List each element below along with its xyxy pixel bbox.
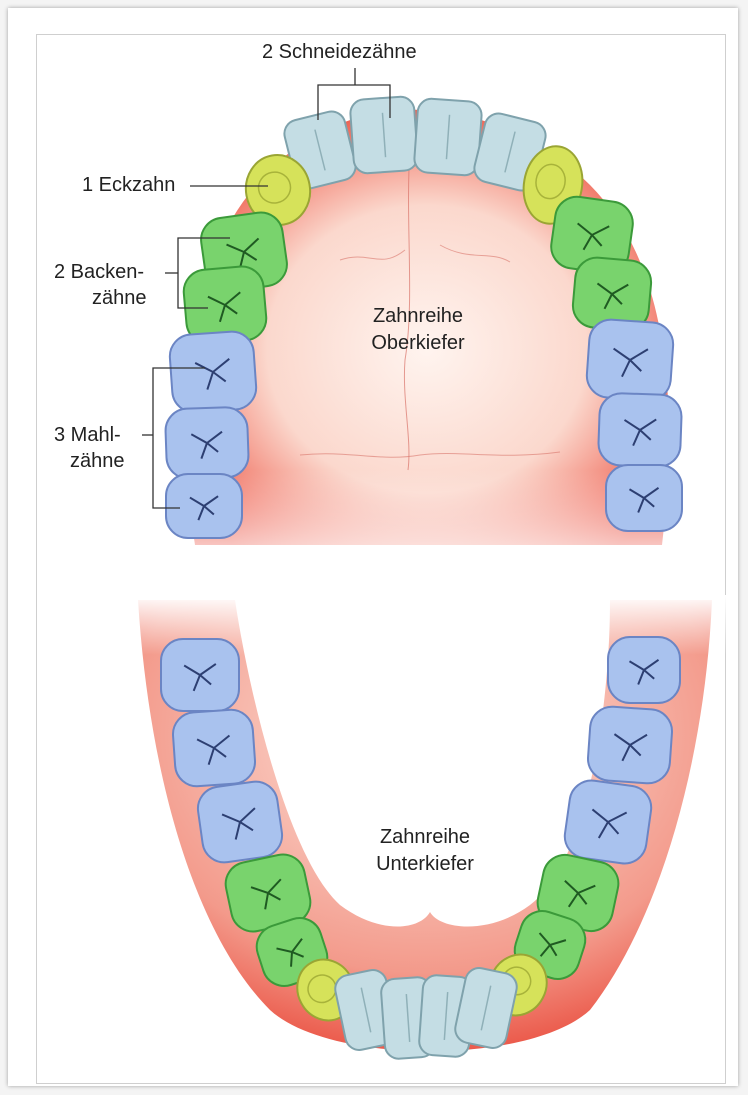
lower-molar — [562, 778, 654, 867]
lower-arch-label-line2: Unterkiefer — [355, 852, 495, 877]
upper-molar — [606, 465, 682, 531]
lower-arch-label-line1: Zahnreihe — [355, 825, 495, 850]
lower-molar — [608, 637, 680, 703]
lower-molar — [161, 639, 239, 711]
molars-label-line2: zähne — [70, 449, 125, 474]
upper-molar — [165, 407, 249, 480]
canine-label: 1 Eckzahn — [82, 173, 175, 198]
upper-molar — [598, 393, 682, 468]
upper-incisor — [349, 96, 418, 174]
incisors-label: 2 Schneidezähne — [262, 40, 417, 65]
molars-label-line1: 3 Mahl- — [54, 423, 121, 448]
upper-molar — [168, 330, 257, 414]
premolars-label-line2: zähne — [92, 286, 147, 311]
upper-molar — [585, 318, 674, 402]
lower-molar — [172, 708, 257, 787]
upper-incisor — [413, 98, 482, 176]
upper-molar — [166, 474, 242, 538]
lower-molar — [195, 779, 285, 865]
upper-arch-label-line1: Zahnreihe — [348, 304, 488, 329]
premolars-label-line1: 2 Backen- — [54, 260, 144, 285]
lower-molar — [587, 705, 674, 785]
upper-arch-label-line2: Oberkiefer — [348, 331, 488, 356]
